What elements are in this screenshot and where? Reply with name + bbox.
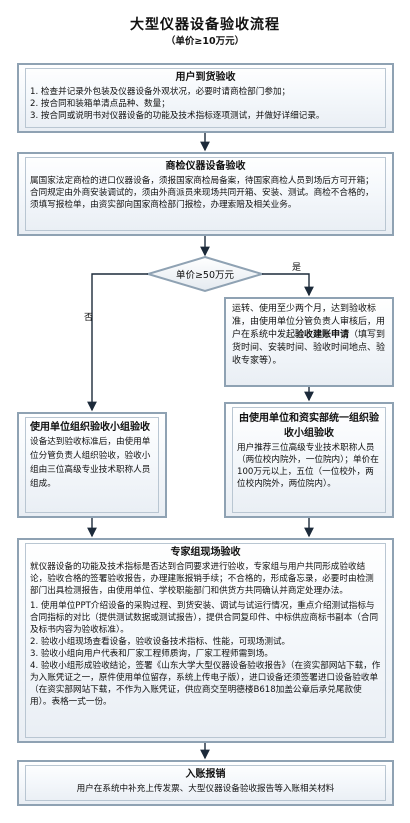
reimbursement-text: 用户在系统中补充上传发票、大型仪器设备验收报告等入账相关材料 <box>76 784 335 794</box>
decision-label: 单价≥50万元 <box>176 269 235 281</box>
arrival-inspection-box: 用户到货验收 1. 检查并记录外包装及仪器设备外观状况，必要时请商检部门参加； … <box>17 63 394 133</box>
reimbursement-box: 入账报销 用户在系统中补充上传发票、大型仪器设备验收报告等入账相关材料 <box>17 760 394 806</box>
arrival-step-3: 3. 按合同或说明书对仪器设备的功能及技术指标逐项测试，并做好详细记录。 <box>30 111 325 121</box>
acceptance-application-label: 验收建账申请 <box>295 330 350 340</box>
page-title: 大型仪器设备验收流程 <box>130 17 280 33</box>
expert-item-3: 3. 验收小组向用户代表和厂家工程师质询，厂家工程师需到场。 <box>30 649 273 659</box>
arrival-step-1: 1. 检查并记录外包装及仪器设备外观状况，必要时请商检部门参加； <box>30 87 291 97</box>
joint-group-text: 用户推荐三位高级专业技术职称人员（两位校内院外，一位院内）；单价在100万元以上… <box>237 443 379 489</box>
decision-diamond <box>144 255 266 293</box>
reimbursement-header: 入账报销 <box>185 769 226 780</box>
trial-operation-text-part1: 运转、使用至少两个月，达到验收标准，由使用单位分管负责人审核后，用户在系统中发起 <box>232 304 386 340</box>
trial-operation-text-part2: （填写到货时间、安装时间、验收时间地点、验收专家等）。 <box>232 330 386 366</box>
arrival-step-2: 2. 按合同和装箱单清点品种、数量； <box>30 99 170 109</box>
decision-no-label: 否 <box>84 312 93 323</box>
expert-onsite-acceptance-box: 专家组现场验收 就仪器设备的功能及技术指标是否达到合同要求进行验收，专家组与用户… <box>17 538 394 743</box>
joint-group-acceptance-box: 由使用单位和资实部统一组织验收小组验收 用户推荐三位高级专业技术职称人员（两位校… <box>224 402 394 518</box>
commodity-inspection-box: 商检仪器设备验收 属国家法定商检的进口仪器设备，须报国家商检局备案，待国家商检人… <box>17 152 394 236</box>
page-subtitle: （单价≥10万元） <box>165 36 245 47</box>
expert-item-2: 2. 验收小组现场查看设备，验收设备技术指标、性能，可现场测试。 <box>30 637 291 647</box>
commodity-inspection-header: 商检仪器设备验收 <box>165 161 246 172</box>
expert-header: 专家组现场验收 <box>170 547 241 558</box>
expert-item-1: 1. 使用单位PPT介绍设备的采购过程、到货安装、调试与试运行情况，重点介绍测试… <box>30 601 379 635</box>
arrival-header: 用户到货验收 <box>175 72 236 83</box>
trial-operation-box: 运转、使用至少两个月，达到验收标准，由使用单位分管负责人审核后，用户在系统中发起… <box>224 297 394 387</box>
decision-yes-label: 是 <box>292 262 301 273</box>
joint-group-header: 由使用单位和资实部统一组织验收小组验收 <box>239 413 379 439</box>
commodity-inspection-text: 属国家法定商检的进口仪器设备，须报国家商检局备案，待国家商检人员到场后方可开箱；… <box>30 176 374 210</box>
expert-item-4: 4. 验收小组形成验收结论，签署《山东大学大型仪器设备验收报告》（在资实部网站下… <box>30 661 381 707</box>
arrow-no-branch <box>87 273 148 412</box>
unit-group-header: 使用单位组织验收小组验收 <box>30 422 150 433</box>
unit-group-text: 设备达到验收标准后，由使用单位分管负责人组织验收，验收小组由三位高级专业技术职称… <box>30 437 151 489</box>
unit-group-acceptance-box: 使用单位组织验收小组验收 设备达到验收标准后，由使用单位分管负责人组织验收，验收… <box>17 412 167 518</box>
expert-intro: 就仪器设备的功能及技术指标是否达到合同要求进行验收，专家组与用户共同形成验收结论… <box>30 562 374 596</box>
arrow-yes-branch <box>262 273 314 297</box>
